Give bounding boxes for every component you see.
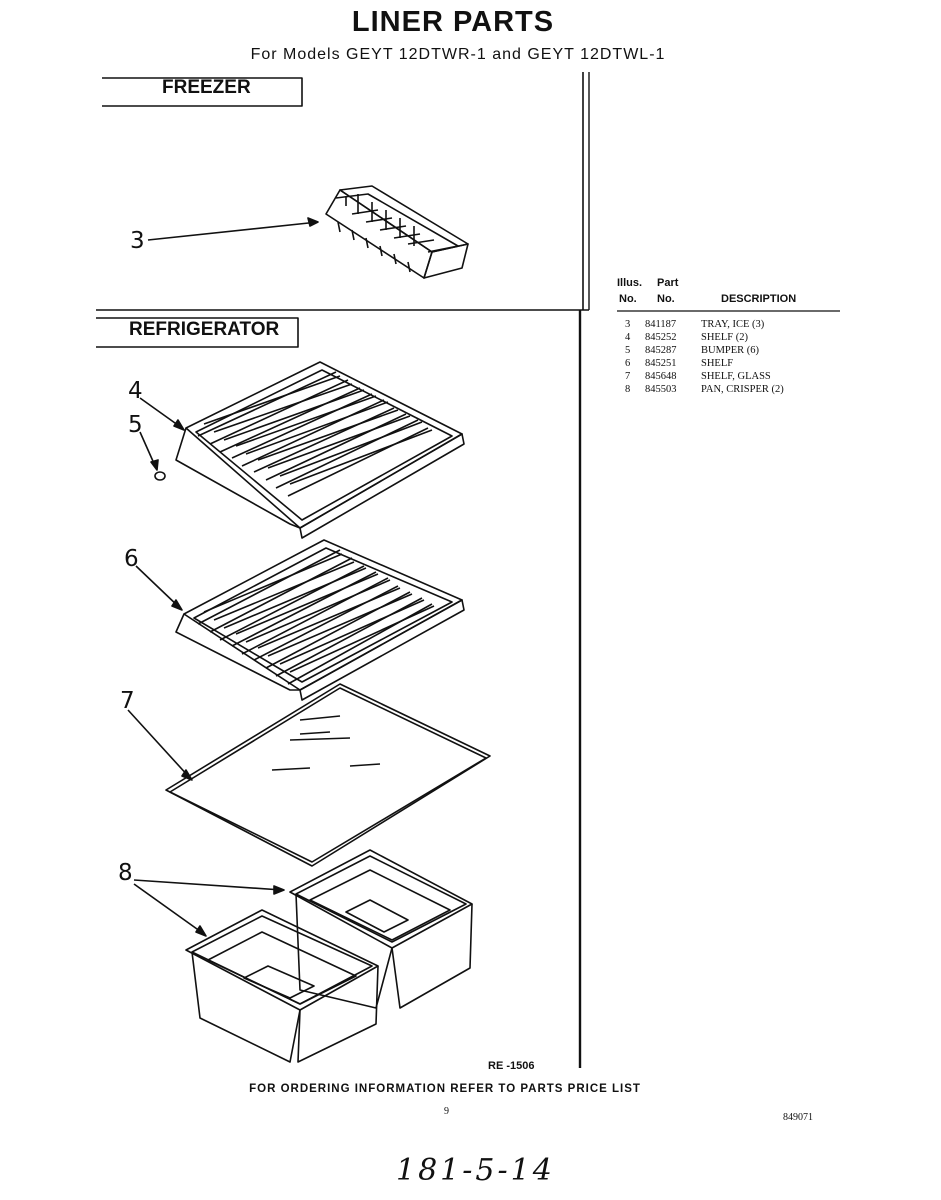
part-description: BUMPER (6) bbox=[701, 345, 760, 356]
part-number: 845503 bbox=[645, 384, 677, 395]
handwritten-note: 181-5-14 bbox=[396, 1153, 555, 1188]
callout-7: 7 bbox=[120, 688, 135, 714]
part-description: TRAY, ICE (3) bbox=[701, 319, 765, 330]
ice-tray-drawing bbox=[325, 185, 469, 279]
illus-number: 8 bbox=[625, 384, 631, 395]
header-part-no: No. bbox=[657, 293, 675, 305]
freezer-section-label: FREEZER bbox=[162, 77, 251, 98]
illus-number: 7 bbox=[625, 371, 631, 382]
callout-4: 4 bbox=[128, 378, 143, 404]
illus-number: 3 bbox=[625, 319, 631, 330]
page-number: 9 bbox=[444, 1106, 449, 1117]
part-number: 841187 bbox=[645, 319, 677, 330]
header-illus: Illus. bbox=[617, 277, 643, 289]
crisper-pan-back-drawing bbox=[289, 849, 473, 1009]
part-number: 845287 bbox=[645, 345, 677, 356]
bumper-part bbox=[154, 471, 166, 481]
wire-shelf-4-drawing bbox=[175, 361, 465, 539]
header-no: No. bbox=[619, 293, 637, 305]
wire-shelf-6-drawing bbox=[175, 539, 465, 701]
page-title: LINER PARTS bbox=[351, 6, 555, 38]
freezer-label-box bbox=[102, 77, 303, 107]
part-description: SHELF, GLASS bbox=[701, 371, 771, 382]
header-description: DESCRIPTION bbox=[721, 293, 797, 305]
callout-3: 3 bbox=[130, 228, 145, 254]
ordering-note: FOR ORDERING INFORMATION REFER TO PARTS … bbox=[249, 1083, 641, 1095]
crisper-pan-front-drawing bbox=[185, 909, 379, 1063]
illus-number: 6 bbox=[625, 358, 631, 369]
part-description: PAN, CRISPER (2) bbox=[701, 384, 784, 395]
illus-number: 5 bbox=[625, 345, 631, 356]
part-number: 845251 bbox=[645, 358, 677, 369]
glass-shelf-drawing bbox=[165, 683, 491, 867]
refrigerator-section-label: REFRIGERATOR bbox=[129, 319, 280, 340]
reference-code: RE -1506 bbox=[488, 1060, 535, 1072]
document-number: 849071 bbox=[783, 1112, 813, 1123]
callout-8: 8 bbox=[118, 860, 133, 886]
page-subtitle: For Models GEYT 12DTWR-1 and GEYT 12DTWL… bbox=[250, 46, 666, 63]
refrigerator-label-box bbox=[96, 317, 299, 348]
callout-5: 5 bbox=[128, 412, 143, 438]
part-description: SHELF bbox=[701, 358, 734, 369]
header-part: Part bbox=[657, 277, 679, 289]
callout-6: 6 bbox=[124, 546, 139, 572]
part-number: 845252 bbox=[645, 332, 677, 343]
illus-number: 4 bbox=[625, 332, 631, 343]
part-description: SHELF (2) bbox=[701, 332, 748, 343]
part-number: 845648 bbox=[645, 371, 677, 382]
